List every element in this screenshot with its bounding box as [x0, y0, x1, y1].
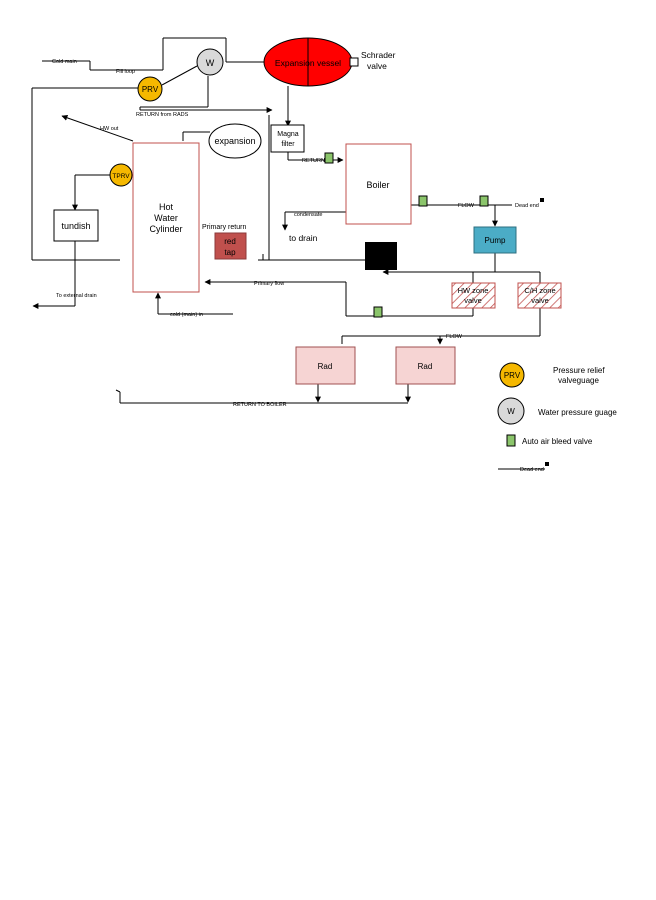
- ch-zone-label-2: valve: [531, 296, 549, 305]
- ch-zone-label-1: C/H zone: [524, 286, 555, 295]
- tprv: TPRV: [109, 163, 133, 187]
- schrader-label-1: Schrader: [361, 50, 396, 60]
- rad1-label: Rad: [318, 362, 333, 371]
- white-tap-label-1: white: [371, 246, 391, 255]
- tundish-label: tundish: [61, 221, 90, 231]
- magna-filter: Magna filter: [270, 124, 305, 153]
- tprv-label: TPRV: [112, 173, 130, 180]
- expansion-vessel: Expansion vessel: [263, 37, 359, 87]
- radiator-1: Rad: [295, 346, 356, 385]
- legend-prv-symbol: [499, 362, 525, 388]
- cylinder-label-3: Cylinder: [149, 224, 182, 234]
- red-tap-label-1: red: [224, 237, 236, 246]
- flow-top-label: FLOW: [458, 203, 475, 209]
- cylinder-label-1: Hot: [159, 202, 174, 212]
- tundish: tundish: [53, 209, 99, 242]
- text-labels: Cold main Fill loop Schrader valve RETUR…: [52, 50, 539, 408]
- expansion-oval: expansion: [208, 123, 262, 159]
- legend-bleed-symbol: [506, 434, 516, 447]
- cylinder-label-2: Water: [154, 213, 178, 223]
- flow-mid-label: FLOW: [446, 334, 463, 340]
- to-drain-label: to drain: [289, 233, 318, 243]
- expansion-label: expansion: [214, 136, 255, 146]
- legend-dead-end-text: Dead end: [520, 467, 544, 473]
- pressure-gauge: W: [196, 48, 224, 76]
- hw-zone-label-2: valve: [464, 296, 482, 305]
- dead-end-marker: [540, 198, 544, 202]
- rad2-label: Rad: [418, 362, 433, 371]
- hw-zone-label-1: HW zone: [458, 286, 489, 295]
- hw-out-label: HW out: [100, 126, 119, 132]
- prv-label: PRV: [142, 85, 159, 94]
- legend-prv-symbol-label: PRV: [504, 371, 521, 380]
- schrader-label-2: valve: [367, 61, 387, 71]
- white-tap: white tap: [365, 242, 397, 270]
- magna-label-2: filter: [281, 141, 295, 148]
- legend-dead-end-marker: [545, 462, 549, 466]
- primary-flow-label: Primary flow: [254, 281, 284, 287]
- legend-prv-text-1: Pressure relief: [553, 366, 605, 375]
- pipework: [31, 37, 541, 404]
- boiler: Boiler: [345, 143, 412, 225]
- return-label: RETURN: [302, 158, 325, 164]
- pressure-gauge-label: W: [206, 58, 215, 68]
- red-tap: red tap: [214, 232, 247, 260]
- fill-loop-label: Fill loop: [116, 69, 135, 75]
- cold-main-label: Cold main: [52, 59, 77, 65]
- legend: PRV Pressure relief valveguage W Water p…: [497, 362, 617, 473]
- ch-zone-valve: C/H zone valve: [517, 282, 562, 309]
- legend-bleed-text: Auto air bleed valve: [522, 437, 593, 446]
- to-external-drain-label: To external drain: [56, 293, 97, 299]
- cold-main-in-label: cold (main) in: [170, 312, 203, 318]
- air-bleed-valve-4: [373, 306, 383, 318]
- primary-return-label: Primary return: [202, 224, 246, 231]
- hw-zone-valve: HW zone valve: [451, 282, 496, 309]
- return-to-boiler-label: RETURN TO BOILER: [233, 402, 287, 408]
- boiler-label: Boiler: [366, 180, 389, 190]
- magna-label-1: Magna: [277, 131, 299, 138]
- legend-gauge-text: Water pressure guage: [538, 408, 617, 417]
- return-from-rads-label: RETURN from RADS: [136, 112, 189, 118]
- prv: PRV: [137, 76, 163, 102]
- hot-water-cylinder: Hot Water Cylinder: [132, 142, 200, 293]
- legend-gauge-symbol: [497, 397, 525, 425]
- condensate-label: condensate: [294, 212, 322, 218]
- expansion-vessel-label: Expansion vessel: [275, 58, 341, 68]
- dead-end-top-label: Dead end: [515, 203, 539, 209]
- radiator-2: Rad: [395, 346, 456, 385]
- pump: Pump: [473, 226, 517, 254]
- air-bleed-valve-3: [479, 195, 489, 207]
- legend-gauge-symbol-label: W: [507, 407, 515, 416]
- white-tap-label-2: tap: [375, 257, 387, 266]
- legend-prv-text-2: valveguage: [558, 376, 599, 385]
- pump-label: Pump: [485, 236, 506, 245]
- red-tap-label-2: tap: [224, 248, 236, 257]
- air-bleed-valve-2: [418, 195, 428, 207]
- air-bleed-valve-1: [324, 152, 334, 164]
